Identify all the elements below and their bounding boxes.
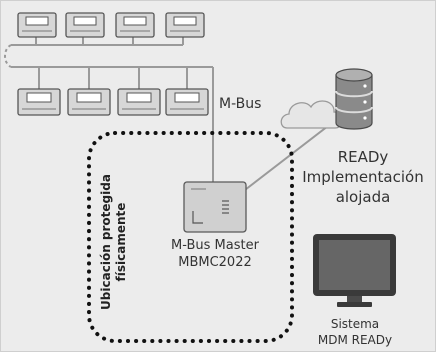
meter-row-bottom bbox=[17, 88, 209, 116]
secure-location-line1: Ubicación protegida bbox=[99, 174, 113, 310]
ready-hosted-label: READy Implementación alojada bbox=[289, 147, 436, 207]
device-box-icon bbox=[183, 181, 247, 233]
mdm-label-line2: MDM READy bbox=[317, 333, 393, 347]
meter-row-top bbox=[17, 12, 205, 38]
ready-label-line3: alojada bbox=[335, 188, 391, 206]
meter-icon bbox=[117, 88, 161, 116]
secure-location-line2: físicamente bbox=[114, 202, 128, 282]
secure-location-frame bbox=[87, 131, 294, 343]
meter-icon bbox=[17, 12, 57, 38]
mdm-label-line1: Sistema bbox=[330, 317, 380, 331]
secure-location-label: Ubicación protegida físicamente bbox=[99, 157, 129, 327]
master-label-line1: M-Bus Master bbox=[171, 238, 259, 253]
meter-icon bbox=[65, 12, 105, 38]
monitor-icon bbox=[313, 234, 396, 307]
database-icon bbox=[335, 68, 373, 130]
master-label-line2: MBMC2022 bbox=[178, 255, 252, 270]
ready-label-line1: READy bbox=[337, 148, 389, 166]
master-label: M-Bus Master MBMC2022 bbox=[151, 237, 279, 271]
meter-icon bbox=[165, 88, 209, 116]
meter-icon bbox=[165, 12, 205, 38]
cloud-icon bbox=[280, 100, 343, 129]
mbus-label: M-Bus bbox=[219, 96, 262, 112]
mdm-label: Sistema MDM READy bbox=[301, 316, 409, 348]
ready-label-line2: Implementación bbox=[302, 168, 424, 186]
meter-icon bbox=[67, 88, 111, 116]
meter-icon bbox=[17, 88, 61, 116]
meter-icon bbox=[115, 12, 155, 38]
